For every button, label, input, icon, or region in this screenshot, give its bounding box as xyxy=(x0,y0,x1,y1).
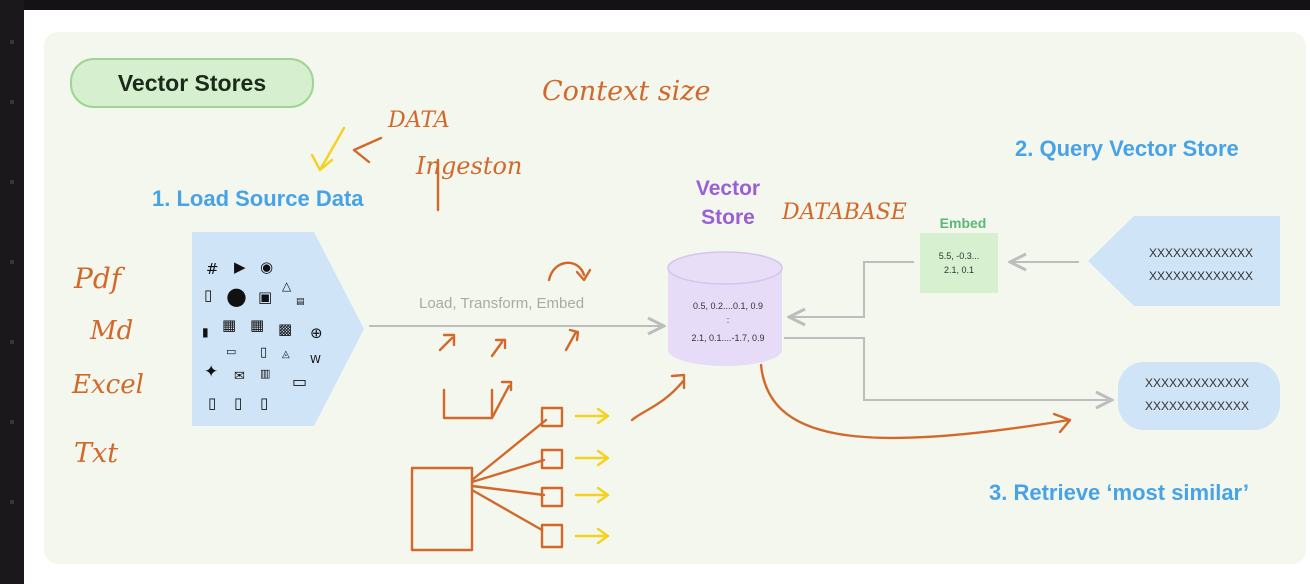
ppt-icon: ▦ xyxy=(222,316,237,334)
note-data: DATA xyxy=(388,108,450,133)
left-toolbar xyxy=(0,0,24,584)
query-text: XXXXXXXXXXXXX XXXXXXXXXXXXX xyxy=(1128,242,1274,288)
vector-store-title: Vector Store xyxy=(676,174,780,232)
note-format-md: Md xyxy=(90,316,134,346)
doc-icon: ▯ xyxy=(234,394,243,412)
embed-value-line2: 2.1, 0.1 xyxy=(943,265,975,275)
vector-row-1: 0.5, 0.2....0.1, 0.9 xyxy=(692,301,764,311)
embed-title: Embed xyxy=(939,215,987,231)
folder-icon: ▭ xyxy=(292,372,308,391)
note-context-size: Context size xyxy=(542,76,711,107)
drive-icon: △ xyxy=(282,279,292,293)
embed-box: 5.5, -0.3... 2.1, 0.1 xyxy=(920,233,998,293)
result-text: XXXXXXXXXXXXX XXXXXXXXXXXXX xyxy=(1122,372,1272,418)
vector-store-cylinder xyxy=(667,251,783,366)
wikipedia-icon: W xyxy=(310,353,321,366)
pdf-icon: ▦ xyxy=(250,316,265,334)
txt-icon: ▩ xyxy=(278,320,293,338)
vector-row-dots: : xyxy=(726,315,730,325)
note-format-txt: Txt xyxy=(74,438,119,469)
note-format-pdf: Pdf xyxy=(74,262,122,295)
csv-icon: ▤ xyxy=(296,297,305,307)
email-icon: ✉ xyxy=(234,369,245,384)
note-format-excel: Excel xyxy=(72,370,144,400)
github-icon: ● xyxy=(226,282,247,310)
title-pill: Vector Stores xyxy=(70,58,314,108)
handwritten-strokes xyxy=(352,136,1072,552)
doc-icon: ▮ xyxy=(202,325,209,339)
query-line1: XXXXXXXXXXXXX xyxy=(1148,246,1254,260)
image-icon: ▣ xyxy=(258,288,273,306)
diagram-shapes xyxy=(192,126,1280,552)
twitter-icon: ✦ xyxy=(204,362,219,382)
vector-row-2: 2.1, 0.1....-1.7, 0.9 xyxy=(691,333,765,343)
result-box xyxy=(1118,362,1280,430)
slide-canvas: Vector Stores 1. Load Source Data 2. Que… xyxy=(24,10,1310,584)
file-icon: ▯ xyxy=(208,394,217,412)
code-icon: ▯ xyxy=(260,345,268,360)
vector-store-title-line1: Vector xyxy=(695,177,761,200)
file-icon: ▯ xyxy=(260,394,269,412)
result-line1: XXXXXXXXXXXXX xyxy=(1144,376,1250,390)
top-bar xyxy=(0,0,1310,10)
flow-label: Load, Transform, Embed xyxy=(419,295,585,312)
embed-to-store-arrow xyxy=(789,261,914,317)
css-icon: ▥ xyxy=(260,367,271,380)
step-query-label: 2. Query Vector Store xyxy=(1015,136,1239,161)
file-icon: ▯ xyxy=(204,286,213,304)
store-to-result-arrow xyxy=(784,337,1112,400)
yellow-strokes xyxy=(310,126,610,545)
query-shape xyxy=(1088,216,1280,306)
query-line2: XXXXXXXXXXXXX xyxy=(1148,269,1254,283)
markdown-icon: ▭ xyxy=(226,345,237,358)
step-retrieve-label: 3. Retrieve ‘most similar’ xyxy=(989,480,1250,505)
html-icon: ◬ xyxy=(282,349,290,360)
source-icons: # ▶ ◉ ▯ ● ▣ △ ▤ ▮ ▦ ▦ ▩ ⊕ ▭ ▯ ◬ W ✦ ✉ ▥ … xyxy=(196,246,336,418)
web-icon: ⊕ xyxy=(310,324,323,342)
result-line2: XXXXXXXXXXXXX xyxy=(1144,399,1250,413)
slack-icon: # xyxy=(206,260,219,278)
embed-value-line1: 5.5, -0.3... xyxy=(938,251,980,261)
step-load-label: 1. Load Source Data xyxy=(152,186,364,211)
note-database: DATABASE xyxy=(782,200,907,225)
youtube-icon: ▶ xyxy=(234,258,246,276)
note-ingestion: Ingeston xyxy=(416,152,523,180)
vector-store-title-line2: Store xyxy=(701,206,755,229)
source-data-shape xyxy=(192,232,364,426)
discord-icon: ◉ xyxy=(260,258,274,276)
